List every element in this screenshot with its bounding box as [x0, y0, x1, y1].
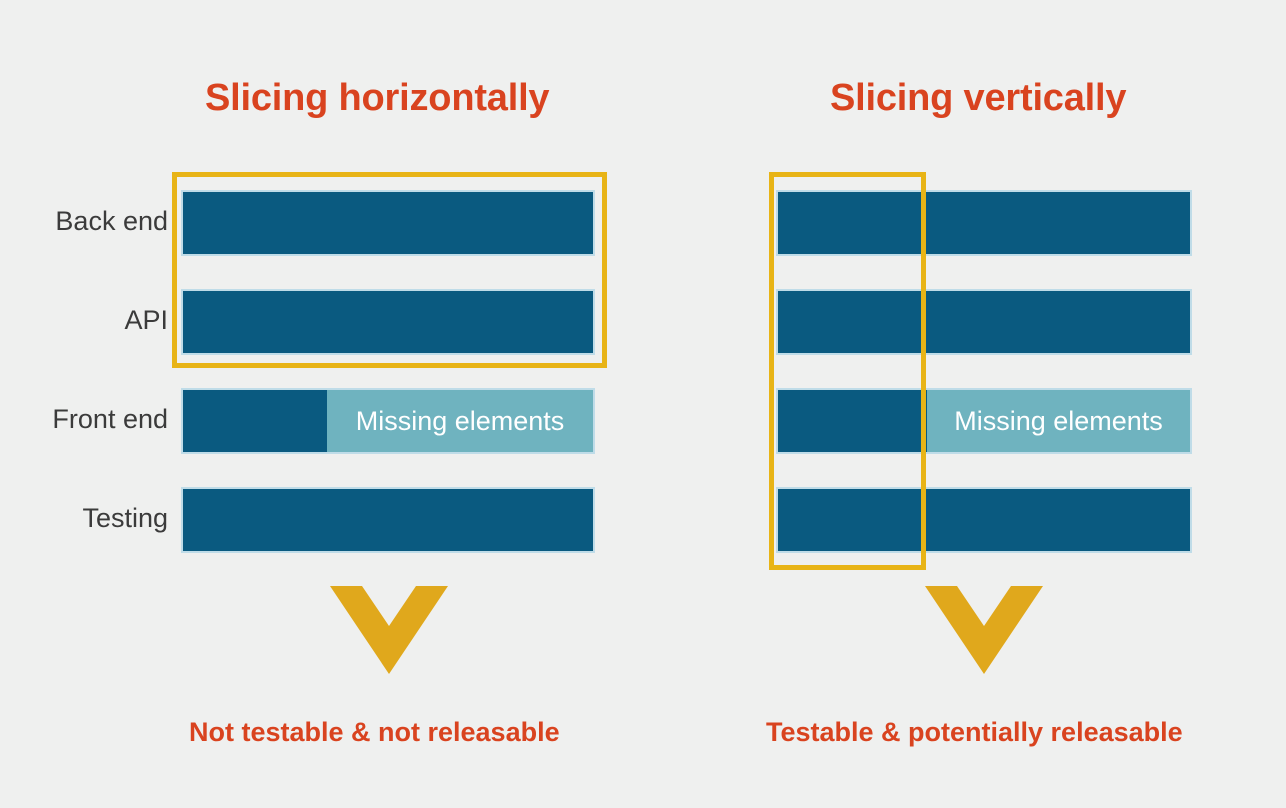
left-bar-front-end-done	[181, 388, 327, 454]
left-bar-testing	[181, 487, 595, 553]
left-bar-front-end-missing: Missing elements	[327, 388, 595, 454]
right-panel-caption: Testable & potentially releasable	[766, 717, 1183, 747]
left-bar-front-end: Missing elements	[181, 388, 595, 454]
row-label-axis: Back end API Front end Testing	[0, 0, 168, 808]
left-panel-title: Slicing horizontally	[205, 77, 550, 119]
chevron-down-icon	[925, 586, 1043, 674]
left-bar-api	[181, 289, 595, 355]
right-bar-back-end	[776, 190, 1192, 256]
vertical-slice-highlight	[769, 172, 926, 570]
row-label-front-end: Front end	[52, 404, 168, 434]
right-bar-front-end-missing: Missing elements	[927, 388, 1192, 454]
row-label-testing: Testing	[82, 503, 168, 533]
left-bar-back-end	[181, 190, 595, 256]
row-label-back-end: Back end	[55, 206, 168, 236]
chevron-down-icon	[330, 586, 448, 674]
right-panel-title: Slicing vertically	[830, 77, 1127, 119]
right-bar-front-end-done	[776, 388, 927, 454]
horizontal-slice-highlight	[172, 172, 607, 368]
left-panel-caption: Not testable & not releasable	[189, 717, 560, 747]
row-label-api: API	[124, 305, 168, 335]
right-bar-api	[776, 289, 1192, 355]
right-bar-front-end: Missing elements	[776, 388, 1192, 454]
right-bar-testing	[776, 487, 1192, 553]
